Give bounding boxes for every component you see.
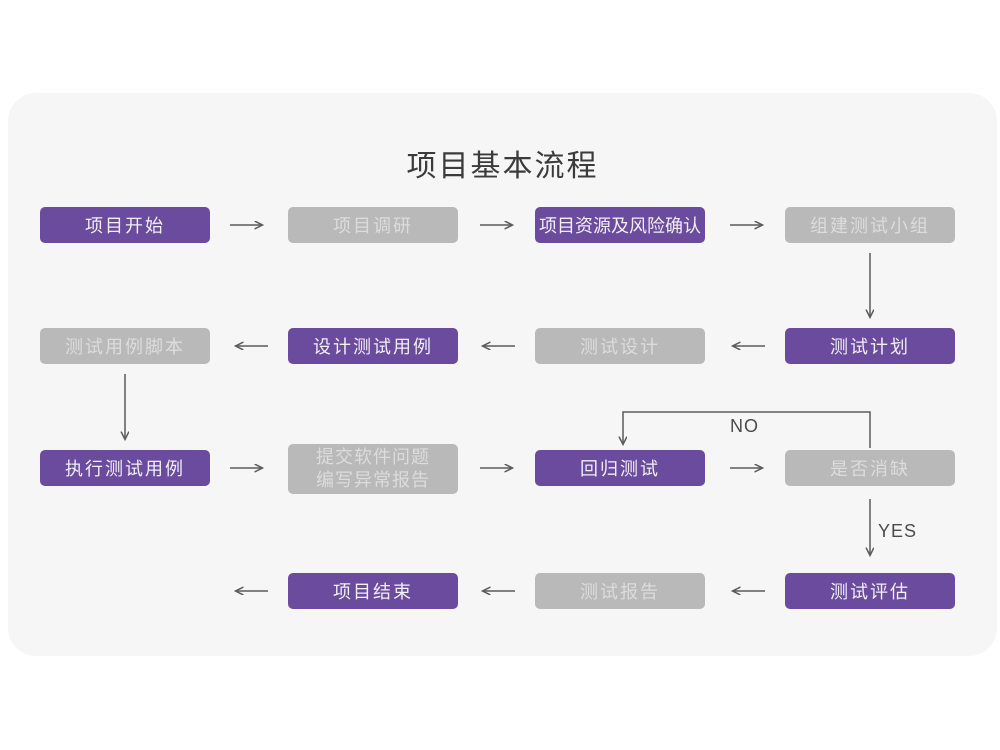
- flow-node-test-plan: 测试计划: [785, 328, 955, 364]
- yes-label: YES: [878, 521, 918, 541]
- flow-node-project-start: 项目开始: [40, 207, 210, 243]
- flowchart-card: [8, 93, 997, 656]
- flow-node-project-research: 项目调研: [288, 207, 458, 243]
- flow-node-line-2: 编写异常报告: [316, 470, 430, 490]
- flow-node-test-report: 测试报告: [535, 573, 705, 609]
- flow-node-design-test-cases: 设计测试用例: [288, 328, 458, 364]
- flow-node-project-end: 项目结束: [288, 573, 458, 609]
- flow-node-defect-cleared: 是否消缺: [785, 450, 955, 486]
- flow-node-execute-test-cases: 执行测试用例: [40, 450, 210, 486]
- flow-node-submit-issue-report: 提交软件问题 编写异常报告: [288, 444, 458, 494]
- flow-node-test-design: 测试设计: [535, 328, 705, 364]
- flow-node-line-1: 提交软件问题: [316, 447, 430, 467]
- diagram-title: 项目基本流程: [406, 150, 599, 183]
- no-label: NO: [730, 416, 759, 436]
- flow-node-build-test-team: 组建测试小组: [785, 207, 955, 243]
- flow-node-project-resources-risk: 项目资源及风险确认: [535, 207, 705, 243]
- flow-node-test-case-script: 测试用例脚本: [40, 328, 210, 364]
- flow-node-regression-test: 回归测试: [535, 450, 705, 486]
- flow-node-test-evaluation: 测试评估: [785, 573, 955, 609]
